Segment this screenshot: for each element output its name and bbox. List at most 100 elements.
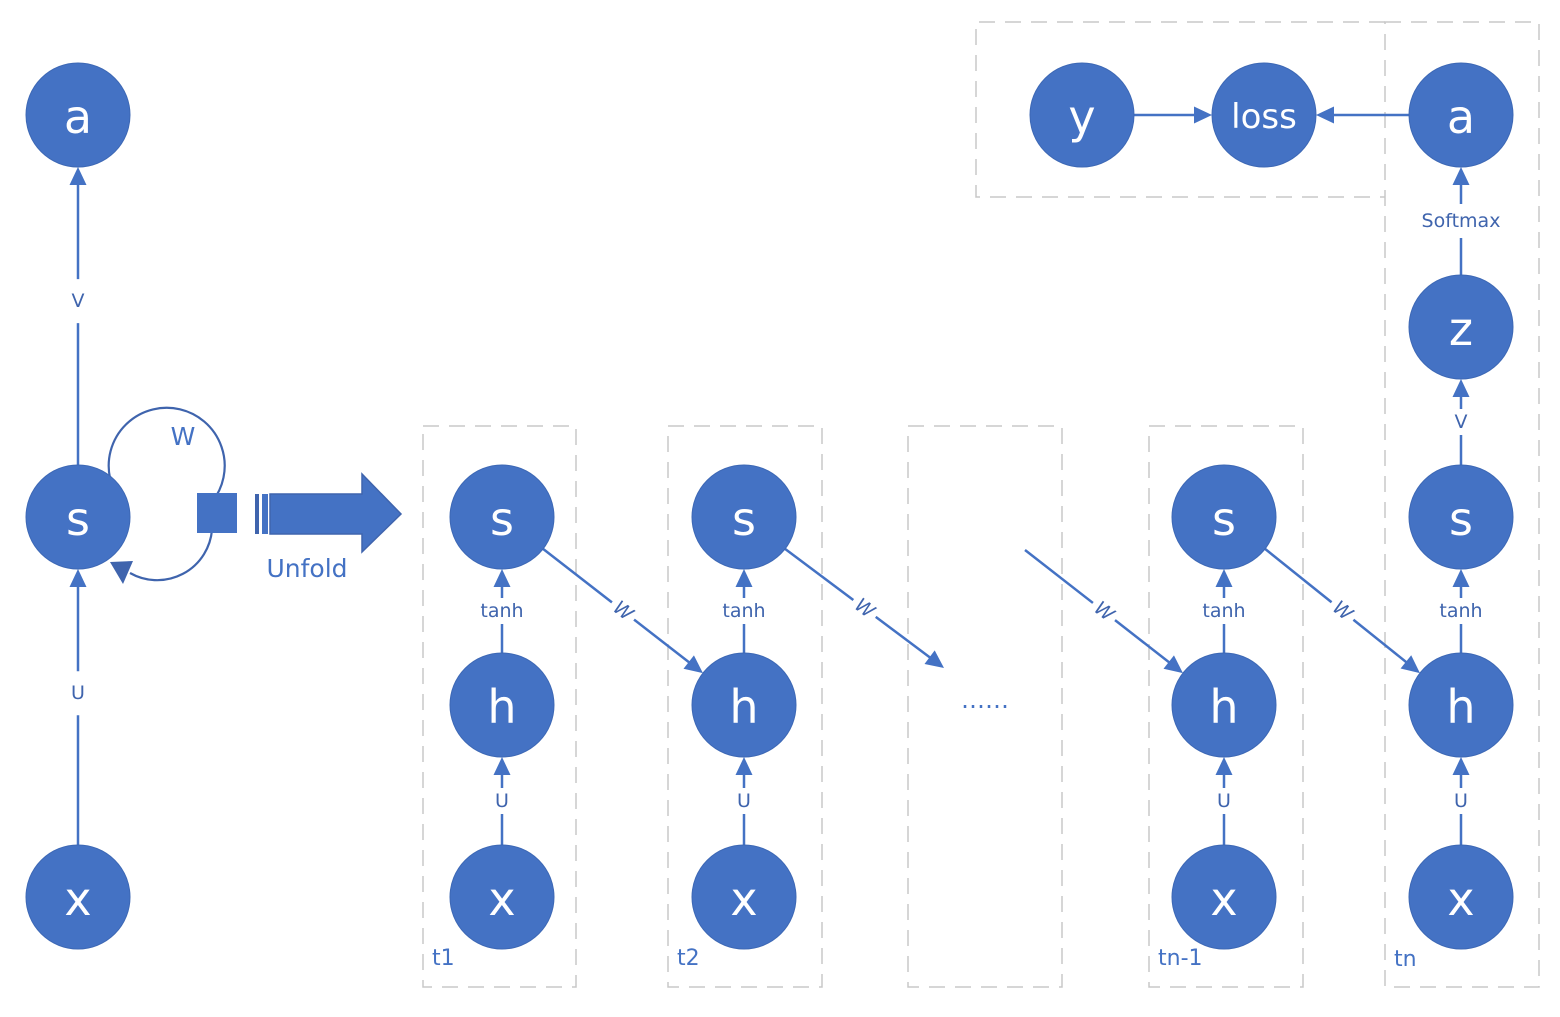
step-tn-node-z-label: z — [1449, 302, 1473, 356]
folded-node-s: s — [25, 464, 131, 570]
time-step-box-ellipsis — [907, 425, 1063, 988]
folded-node-x-circle — [25, 844, 131, 950]
self-loop-arrowhead-icon — [110, 561, 133, 584]
folded-edge-u-arrowhead-icon — [69, 569, 87, 587]
loss-block-box — [975, 21, 1385, 198]
step-tn1-node-s: s — [1171, 464, 1277, 570]
step-tn1-node-x: x — [1171, 844, 1277, 950]
step-tn1-node-x-label: x — [1210, 872, 1237, 926]
step-tn-edge-tanh-label: tanh — [1439, 600, 1482, 622]
loss-block-node-loss-circle — [1211, 62, 1317, 168]
step-tn1-node-s-circle — [1171, 464, 1277, 570]
recurrent-edge-t2-ellipsis-arrowhead-icon — [924, 650, 944, 668]
step-t1-edge-u-label: U — [495, 790, 509, 812]
unfold-arrow: Unfold — [255, 472, 403, 583]
step-t2-node-h-circle — [691, 652, 797, 758]
folded-node-a: a — [25, 62, 131, 168]
step-t1-node-x: x — [449, 844, 555, 950]
unfold-label: Unfold — [266, 554, 347, 583]
folded-node-x: x — [25, 844, 131, 950]
step-tn1-node-h-label: h — [1209, 680, 1238, 734]
step-tn-node-s: s — [1408, 464, 1514, 570]
step-t2-edge-u-label: U — [737, 790, 751, 812]
recurrent-edge-t2-ellipsis-line — [874, 615, 934, 661]
step-tn-node-z: z — [1408, 274, 1514, 380]
step-tn-edge-softmax-arrowhead-icon — [1452, 167, 1470, 185]
time-step-label-t1: t1 — [432, 946, 455, 971]
recurrent-edge-t1-t2-line — [542, 547, 613, 604]
step-t2-edge-tanh-arrowhead-icon — [735, 569, 753, 587]
step-t2-edge-u-arrowhead-icon — [735, 757, 753, 775]
loss-edge-a-to-loss-arrowhead-icon — [1316, 106, 1334, 124]
step-tn1-node-h-circle — [1171, 652, 1277, 758]
recurrent-edge-ellipsis-tn-1-line — [1114, 619, 1173, 666]
step-tn-node-a-circle — [1408, 62, 1514, 168]
recurrent-edge-ellipsis-tn-1-arrowhead-icon — [1163, 655, 1183, 674]
step-tn-node-h: h — [1408, 652, 1514, 758]
recurrent-edge-ellipsis-tn-1-label: W — [1090, 597, 1119, 627]
delay-square-icon — [197, 493, 237, 533]
step-t2-node-h-label: h — [729, 680, 758, 734]
step-tn-node-x: x — [1408, 844, 1514, 950]
step-tn1-edge-tanh-label: tanh — [1202, 600, 1245, 622]
step-tn1-node-s-label: s — [1212, 492, 1236, 546]
step-t1-node-h: h — [449, 652, 555, 758]
step-t2-edge-tanh-label: tanh — [722, 600, 765, 622]
loss-block-node-loss-label: loss — [1231, 97, 1297, 137]
step-tn-node-s-label: s — [1449, 492, 1473, 546]
step-t1-node-s: s — [449, 464, 555, 570]
step-tn1-edge-u-arrowhead-icon — [1215, 757, 1233, 775]
step-t2-node-x-label: x — [730, 872, 757, 926]
step-tn1-node-x-circle — [1171, 844, 1277, 950]
loss-block-node-y-circle — [1029, 62, 1135, 168]
recurrent-edge-tn-1-tn-line — [1352, 618, 1410, 666]
step-tn-node-s-circle — [1408, 464, 1514, 570]
step-tn1-edge-u-label: U — [1217, 790, 1231, 812]
step-t1-node-h-circle — [449, 652, 555, 758]
step-tn-node-x-circle — [1408, 844, 1514, 950]
folded-node-a-label: a — [64, 90, 92, 144]
unfold-arrow-stripe-2 — [262, 494, 268, 534]
folded-node-s-circle — [25, 464, 131, 570]
time-step-box-t2 — [667, 425, 823, 988]
folded-edge-u-label: U — [71, 682, 85, 704]
loss-edge-y-to-loss-arrowhead-icon — [1194, 106, 1212, 124]
step-tn-node-h-label: h — [1446, 680, 1475, 734]
folded-node-x-label: x — [64, 872, 91, 926]
recurrent-edge-tn-1-tn-line — [1264, 547, 1333, 604]
self-loop-edge: W — [107, 406, 237, 584]
folded-edge-v-arrowhead-icon — [69, 167, 87, 185]
recurrent-edge-t1-t2-label: W — [609, 597, 638, 627]
folded-edge-v-label: V — [72, 290, 85, 312]
step-tn-edge-v-label: V — [1455, 411, 1468, 433]
step-tn-node-x-label: x — [1447, 872, 1474, 926]
folded-node-a-circle — [25, 62, 131, 168]
recurrent-edge-t1-t2-arrowhead-icon — [683, 655, 703, 674]
step-t1-node-x-label: x — [488, 872, 515, 926]
loss-block-node-loss: loss — [1211, 62, 1317, 168]
step-tn1-edge-tanh-arrowhead-icon — [1215, 569, 1233, 587]
step-t2-node-s-circle — [691, 464, 797, 570]
ellipsis-text: …… — [961, 686, 1009, 714]
step-tn-edge-softmax-label: Softmax — [1422, 210, 1501, 232]
step-t1-edge-u-arrowhead-icon — [493, 757, 511, 775]
recurrent-edge-t2-ellipsis-label: W — [850, 594, 879, 624]
time-step-box-tn — [1384, 21, 1540, 988]
time-step-box-t1 — [422, 425, 577, 988]
step-t1-node-x-circle — [449, 844, 555, 950]
step-t2-node-x-circle — [691, 844, 797, 950]
time-step-box-tn-1 — [1148, 425, 1304, 988]
loss-block-node-y: y — [1029, 62, 1135, 168]
step-t2-node-h: h — [691, 652, 797, 758]
step-tn-edge-v-arrowhead-icon — [1452, 379, 1470, 397]
step-t2-node-x: x — [691, 844, 797, 950]
folded-node-s-label: s — [66, 492, 90, 546]
step-tn-node-z-circle — [1408, 274, 1514, 380]
recurrent-edge-t1-t2-line — [633, 618, 693, 666]
step-t1-node-h-label: h — [487, 680, 516, 734]
recurrent-edge-tn-1-tn-label: W — [1328, 597, 1357, 627]
self-loop-label: W — [171, 422, 196, 451]
time-step-label-tn-1: tn-1 — [1158, 946, 1203, 971]
